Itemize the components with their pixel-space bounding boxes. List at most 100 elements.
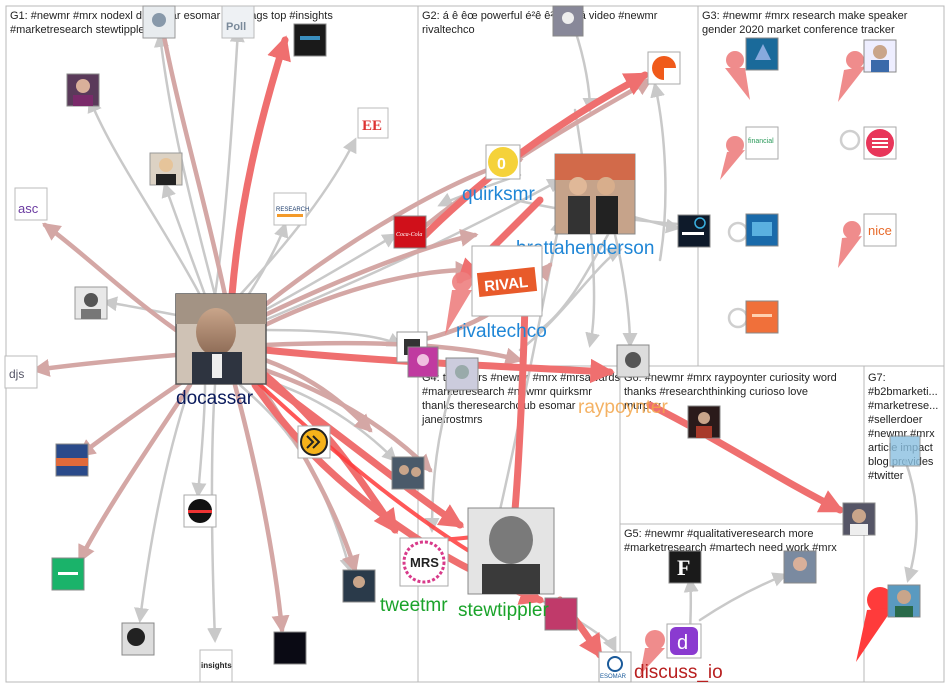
djs-logo-text: djs: [9, 367, 24, 381]
self-loop-tail: [725, 68, 750, 100]
brettahenderson-node[interactable]: [554, 153, 636, 235]
g7-label-line8: #twitter: [868, 470, 904, 482]
g6-label-line2: thanks #researchthinking curioso love: [624, 386, 808, 398]
self-loop-tail: [838, 236, 862, 268]
avatar-node-djs[interactable]: djs: [4, 355, 38, 389]
rivaltechco-node[interactable]: RIVAL: [471, 245, 543, 317]
self-loop: [645, 630, 665, 650]
stewtippler-node[interactable]: [467, 507, 555, 595]
avatar-node[interactable]: [55, 443, 89, 477]
g7-label-line2: #b2bmarketi...: [868, 386, 938, 398]
rival-logo-text: RIVAL: [483, 274, 528, 295]
self-loop-tail: [720, 150, 745, 180]
avatar-node[interactable]: [445, 357, 479, 391]
avatar-node-esomar[interactable]: ESOMAR: [598, 651, 632, 683]
docassar-node[interactable]: [175, 293, 267, 385]
edge: [31, 352, 179, 377]
edge: [698, 572, 788, 622]
ee-logo-text: EE: [362, 118, 382, 134]
self-loop: [867, 587, 893, 613]
insights-logo-text: insights: [201, 661, 232, 670]
avatar-node[interactable]: [647, 51, 681, 85]
avatar-node[interactable]: [149, 152, 183, 186]
avatar-node[interactable]: [297, 425, 331, 459]
g4-label-line3: thanks theresearchclub esomar: [422, 400, 576, 412]
avatar-node[interactable]: [74, 286, 108, 320]
g3-label-line2: gender 2020 market conference tracker: [702, 24, 895, 36]
avatar-node[interactable]: [407, 346, 439, 378]
edge: [416, 71, 650, 244]
avatar-node-poll[interactable]: Poll: [221, 5, 255, 39]
avatar-node[interactable]: [863, 126, 897, 160]
self-loop-tail: [445, 290, 472, 335]
avatar-node[interactable]: [342, 569, 376, 603]
edge: [650, 82, 667, 262]
avatar-node[interactable]: [51, 557, 85, 591]
cocacola-logo-text: Coca-Cola: [396, 232, 422, 238]
g2-label-line1: G2: á ê êœ powerful é²ê ê²â êœá video #n…: [422, 10, 658, 22]
f-logo-text: F: [677, 555, 690, 580]
self-loop: [846, 51, 864, 69]
g4-label-line4: janefrostmrs: [421, 414, 483, 426]
avatar-node[interactable]: [273, 631, 307, 665]
g5-label-line1: G5: #newmr #qualitativeresearch more: [624, 528, 814, 540]
stewtippler-label: stewtippler: [458, 600, 549, 621]
g6-label-line1: G6: #newmr #mrx raypoynter curiosity wor…: [624, 372, 837, 384]
avatar-node-nice[interactable]: nice: [863, 213, 897, 247]
avatar-node-insights[interactable]: insights: [199, 649, 233, 683]
edge: [573, 28, 598, 113]
quirksmr-label: quirksmr: [462, 184, 536, 205]
rivaltechco-label: rivaltechco: [456, 321, 547, 342]
edge: [161, 182, 207, 297]
edge: [102, 296, 178, 317]
esomar-logo-text: ESOMAR: [600, 674, 627, 680]
avatar-node[interactable]: [616, 344, 650, 378]
avatar-node[interactable]: [687, 405, 721, 439]
avatar-node[interactable]: [544, 597, 578, 631]
edge: [153, 11, 228, 298]
edge: [498, 217, 565, 512]
avatar-node[interactable]: [842, 502, 876, 536]
edge: [228, 35, 291, 299]
avatar-node[interactable]: [293, 23, 327, 57]
mrs-logo-text: MRS: [410, 555, 439, 570]
edge: [263, 378, 398, 463]
asc-logo-text: asc: [18, 201, 39, 216]
avatar-node[interactable]: [391, 456, 425, 490]
avatar-node[interactable]: [121, 622, 155, 656]
avatar-node[interactable]: [745, 213, 779, 247]
avatar-node[interactable]: [66, 73, 100, 107]
avatar-node-financial[interactable]: financial: [745, 126, 779, 160]
avatar-node-asc[interactable]: asc: [14, 187, 48, 221]
avatar-node[interactable]: [552, 5, 584, 37]
avatar-node[interactable]: [887, 584, 921, 618]
nice-logo-text: nice: [868, 223, 892, 238]
avatar-node[interactable]: [745, 300, 779, 334]
discuss-io-node[interactable]: d: [666, 623, 702, 659]
avatar-node[interactable]: [677, 214, 711, 248]
raypoynter-label: raypoynter: [578, 397, 668, 418]
edge: [87, 97, 202, 297]
avatar-node-ee[interactable]: EE: [357, 107, 389, 139]
avatar-node-f[interactable]: F: [668, 550, 702, 584]
self-loop-tail: [856, 608, 893, 662]
avatar-node-cocacola[interactable]: Coca-Cola: [393, 215, 427, 249]
avatar-node[interactable]: [183, 494, 217, 528]
self-loop: [726, 136, 744, 154]
tweetmr-label: tweetmr: [380, 595, 448, 616]
mrs-node[interactable]: MRS: [399, 537, 449, 587]
avatar-node[interactable]: [863, 39, 897, 73]
research-logo-text: RESEARCH: [276, 207, 309, 213]
g7-label-line4: #sellerdoer: [868, 414, 923, 426]
avatar-node[interactable]: [142, 5, 176, 39]
avatar-node[interactable]: [783, 550, 817, 584]
quirksmr-node[interactable]: 0: [485, 144, 521, 180]
avatar-node[interactable]: [745, 37, 779, 71]
edge: [261, 376, 465, 529]
financial-logo-text: financial: [748, 138, 774, 145]
brettahenderson-label: brettahenderson: [516, 238, 654, 259]
avatar-node-research-now[interactable]: RESEARCH: [273, 192, 309, 226]
g2-label-line2: rivaltechco: [422, 24, 475, 36]
avatar-node[interactable]: [889, 435, 921, 467]
